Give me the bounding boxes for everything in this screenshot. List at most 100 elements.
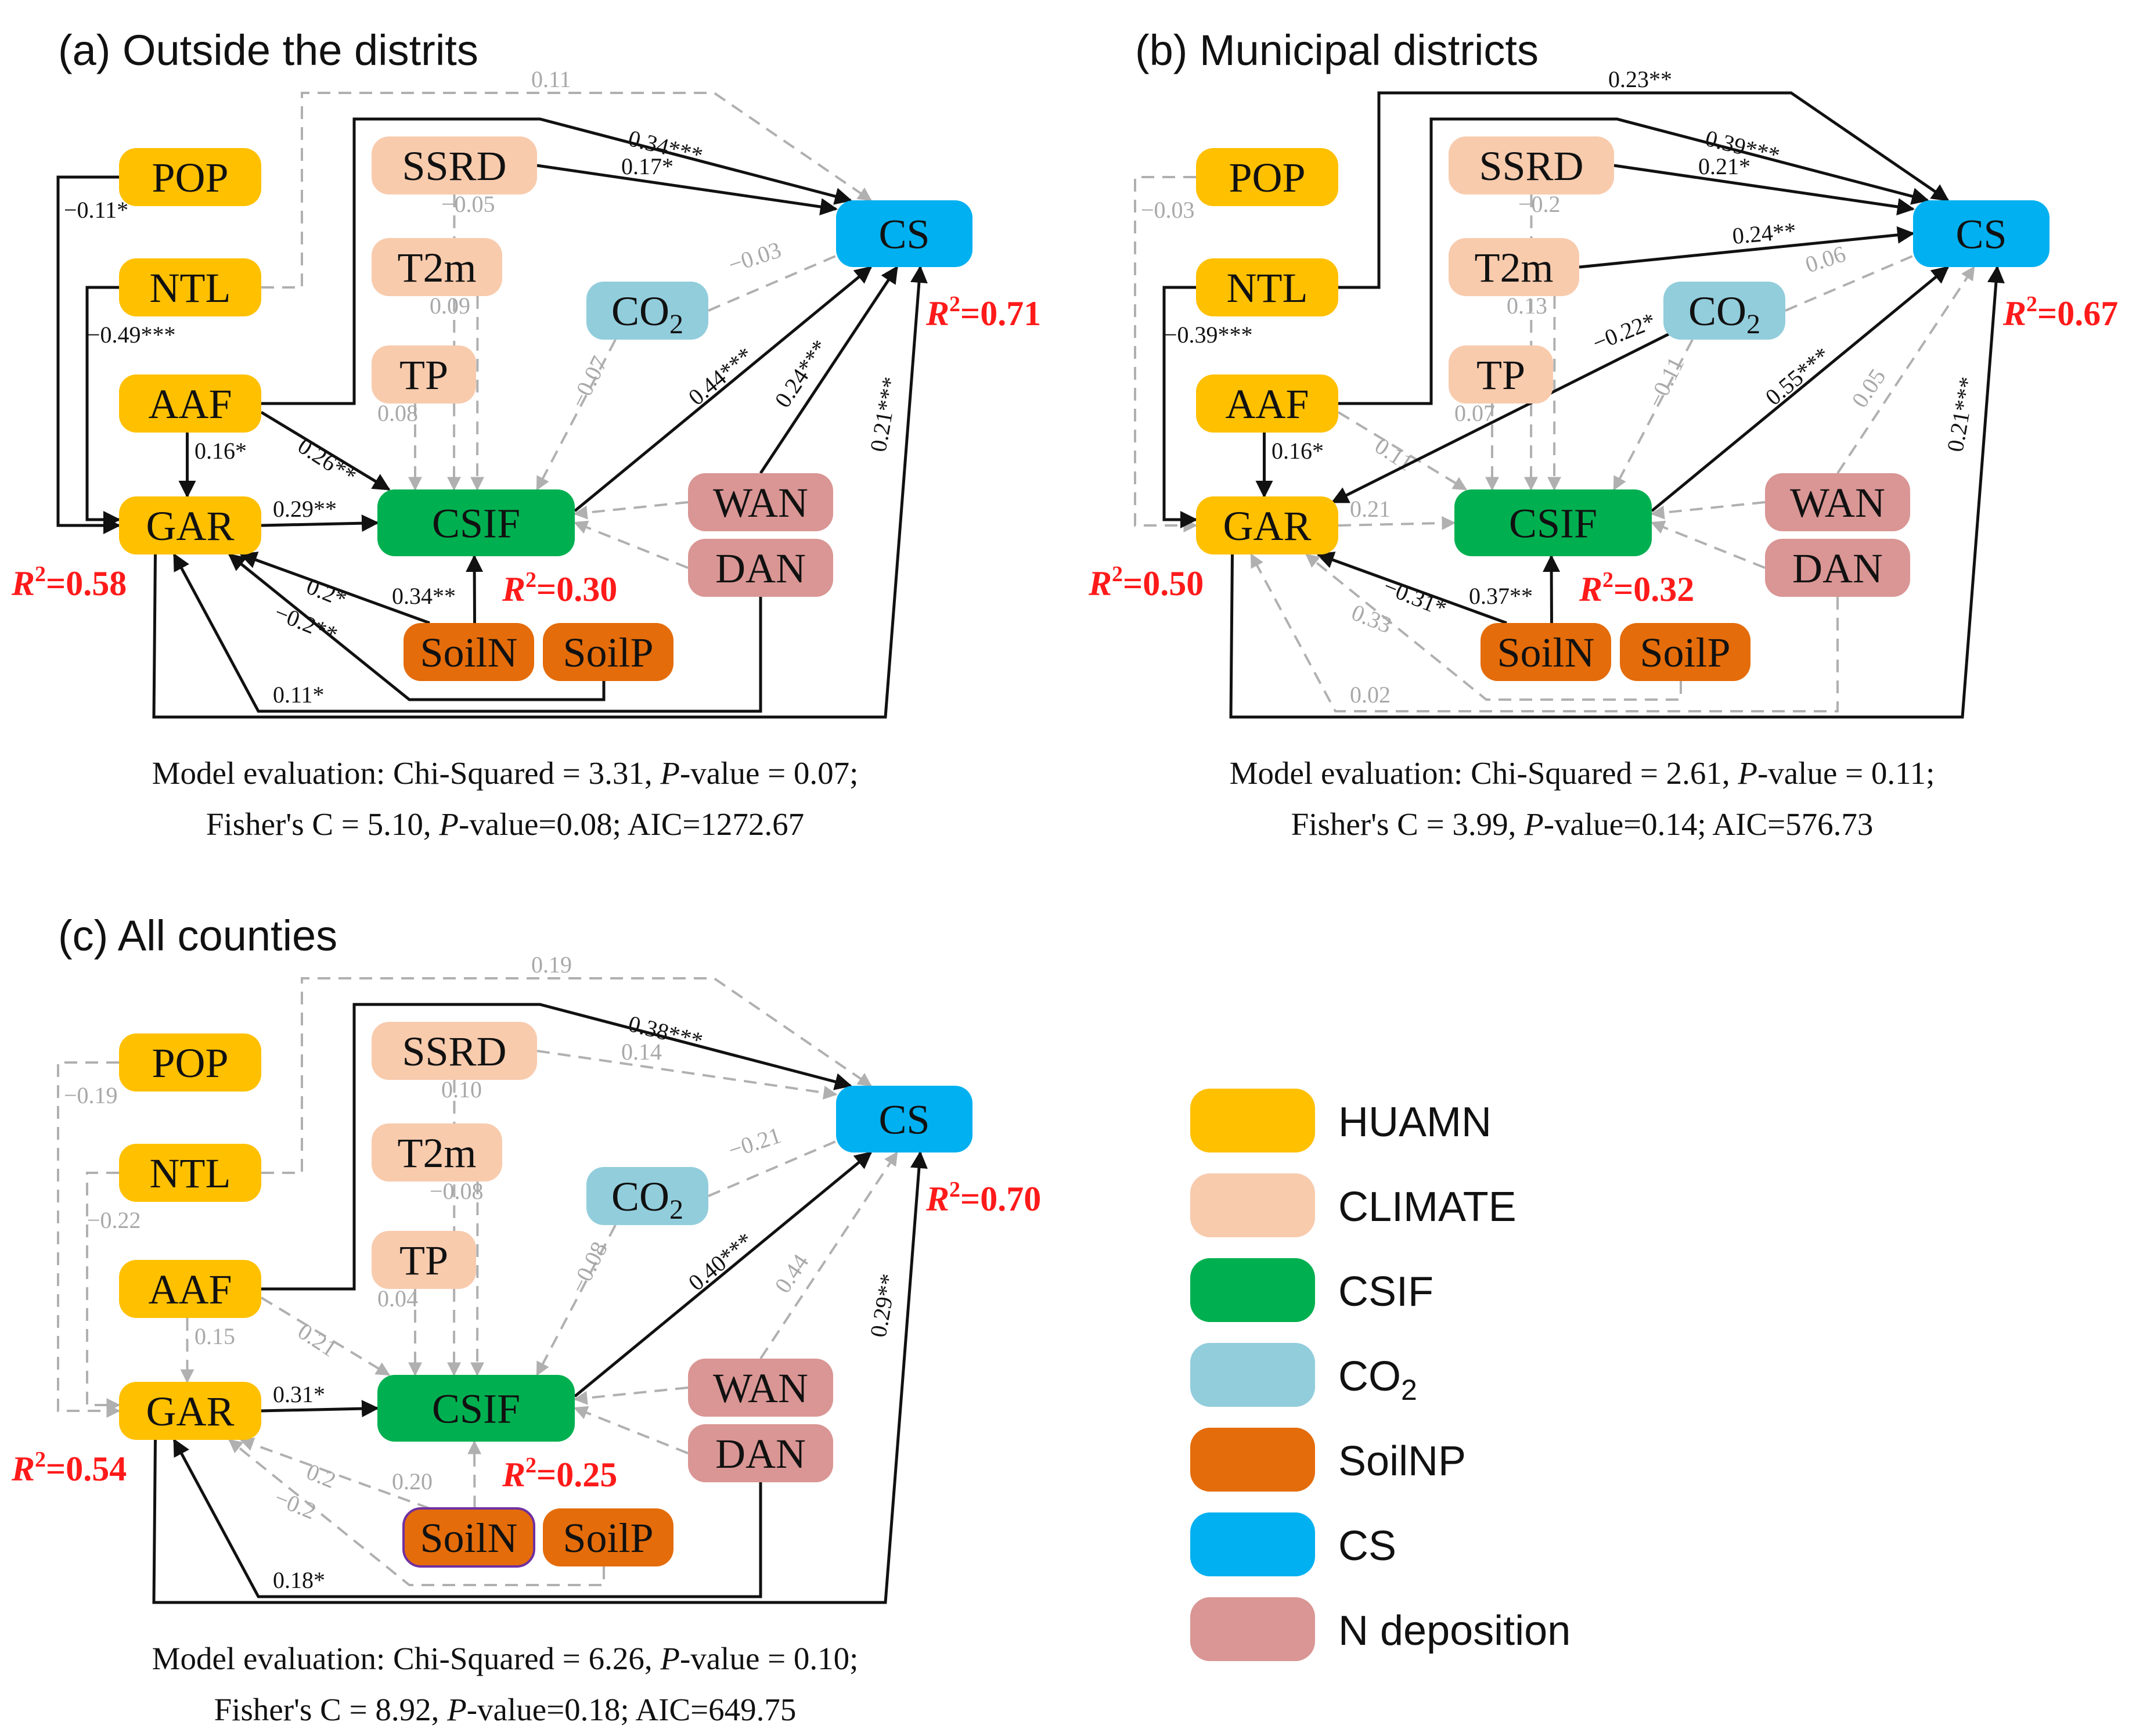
path-aaf-to-cs bbox=[261, 1003, 852, 1291]
node-label: CS bbox=[1955, 211, 2007, 258]
legend-label: CO2 bbox=[1338, 1353, 1417, 1406]
coef-dan-to-gar: 0.18* bbox=[273, 1567, 325, 1593]
coef-tp-to-csif: 0.07 bbox=[1454, 400, 1495, 426]
path-aaf-to-csif bbox=[260, 410, 391, 491]
coef-t2m-to-csif: 0.13 bbox=[1507, 293, 1547, 319]
node-label: GAR bbox=[1223, 503, 1311, 549]
coef-ssrd-to-cs: 0.17* bbox=[621, 153, 673, 179]
node-label: AAF bbox=[1225, 381, 1309, 427]
node-tp: TP bbox=[1449, 345, 1553, 404]
path-t2m-to-cs bbox=[1579, 226, 1915, 269]
node-co2: CO2 bbox=[1663, 282, 1785, 340]
node-box bbox=[688, 539, 833, 597]
node-box bbox=[372, 1123, 502, 1182]
node-box bbox=[372, 1022, 537, 1080]
node-box bbox=[688, 1359, 833, 1417]
legend-swatch bbox=[1190, 1428, 1315, 1492]
node-box bbox=[372, 238, 502, 296]
node-box bbox=[688, 473, 833, 531]
coef-ssrd-to-cs: 0.21* bbox=[1698, 153, 1750, 179]
node-label: AAF bbox=[148, 381, 232, 427]
coef-tp-to-csif: 0.08 bbox=[377, 400, 418, 426]
model-eval-line-1: Model evaluation: Chi-Squared = 3.31, P-… bbox=[152, 755, 859, 791]
node-ntl: NTL bbox=[1196, 258, 1338, 316]
node-label: POP bbox=[152, 154, 228, 201]
node-ssrd: SSRD bbox=[1449, 136, 1614, 195]
coef-ssrd-to-csif: −0.05 bbox=[441, 191, 495, 217]
node-label: NTL bbox=[150, 265, 231, 311]
path-aaf-to-cs bbox=[261, 117, 852, 405]
node-ntl: NTL bbox=[119, 1144, 261, 1202]
legend-item-cs: CS bbox=[1190, 1512, 1396, 1576]
node-box bbox=[1765, 539, 1910, 597]
coef-soiln-to-gar: 0.2* bbox=[303, 573, 351, 613]
node-box bbox=[372, 136, 537, 195]
node-t2m: T2m bbox=[372, 238, 502, 296]
coef-gar-to-csif: 0.21 bbox=[1350, 496, 1391, 522]
node-box bbox=[119, 258, 261, 316]
path-aaf-to-csif bbox=[1337, 411, 1468, 491]
node-label: NTL bbox=[1227, 265, 1308, 311]
panel-3: (c) All counties0.190.38***0.14−0.19−0.2… bbox=[11, 912, 1041, 1727]
path-dan-to-gar bbox=[1250, 553, 1839, 712]
legend-label: CSIF bbox=[1338, 1269, 1433, 1315]
node-box bbox=[1196, 258, 1338, 316]
path-csif-to-cs bbox=[574, 266, 873, 512]
node-box bbox=[543, 623, 673, 681]
node-label: CSIF bbox=[432, 500, 520, 547]
node-label: SoilP bbox=[563, 1515, 653, 1561]
path-ntl-to-gar bbox=[1162, 286, 1198, 528]
node-ntl: NTL bbox=[119, 258, 261, 316]
model-eval-line-2: Fisher's C = 5.10, P-value=0.08; AIC=127… bbox=[206, 806, 804, 842]
path-ssrd-to-cs bbox=[536, 164, 838, 215]
coef-gar-to-cs: 0.21*** bbox=[1942, 375, 1981, 454]
legend-item-co2: CO2 bbox=[1190, 1343, 1417, 1407]
path-co2-to-csif bbox=[1613, 339, 1694, 491]
legend-item-human: HUAMN bbox=[1190, 1089, 1492, 1152]
node-box bbox=[119, 374, 261, 433]
coef-tp-to-csif: 0.04 bbox=[377, 1285, 418, 1312]
node-label: SSRD bbox=[1479, 143, 1583, 189]
node-pop: POP bbox=[1196, 148, 1338, 206]
coef-ntl-to-gar: −0.49*** bbox=[87, 322, 176, 348]
node-box bbox=[1481, 623, 1611, 681]
coef-soiln-to-csif: 0.34** bbox=[392, 583, 456, 609]
path-ssrd-to-cs bbox=[1613, 164, 1915, 215]
coef-ntl-to-gar: −0.39*** bbox=[1164, 322, 1253, 348]
legend-swatch bbox=[1190, 1258, 1315, 1322]
panel-title: (a) Outside the distrits bbox=[58, 26, 478, 74]
node-aaf: AAF bbox=[1196, 374, 1338, 433]
node-label: GAR bbox=[146, 503, 234, 549]
node-pop: POP bbox=[119, 148, 261, 206]
r2-cs: R2=0.67 bbox=[2002, 292, 2118, 333]
node-label: TP bbox=[399, 1237, 448, 1284]
legend-label: N deposition bbox=[1338, 1608, 1571, 1654]
r2-csif: R2=0.32 bbox=[1579, 568, 1694, 608]
coef-ntl-to-cs: 0.11 bbox=[531, 66, 571, 92]
coef-csif-to-cs: 0.40*** bbox=[683, 1227, 758, 1296]
node-label: DAN bbox=[715, 1431, 806, 1477]
node-box bbox=[543, 1508, 673, 1566]
node-box bbox=[586, 282, 708, 340]
path-dan-to-csif bbox=[573, 520, 689, 569]
path-co2-to-csif bbox=[536, 1224, 617, 1377]
node-box bbox=[1449, 345, 1553, 404]
path-wan-to-csif bbox=[1650, 501, 1766, 520]
legend-label: SoilNP bbox=[1338, 1438, 1466, 1485]
coef-co2-to-cs: −0.03 bbox=[725, 236, 784, 278]
legend-swatch bbox=[1190, 1512, 1315, 1576]
node-aaf: AAF bbox=[119, 1260, 261, 1318]
path-ntl-to-cs bbox=[1338, 91, 1950, 289]
path-t2m-to-csif bbox=[470, 1181, 485, 1377]
path-soilp-to-gar bbox=[1305, 553, 1682, 701]
path-wan-to-cs bbox=[759, 265, 899, 474]
node-box bbox=[377, 1375, 575, 1442]
node-cs: CS bbox=[836, 1086, 972, 1152]
path-dan-to-csif bbox=[573, 1406, 689, 1454]
node-label: SSRD bbox=[402, 143, 506, 189]
node-csif: CSIF bbox=[377, 1375, 575, 1442]
